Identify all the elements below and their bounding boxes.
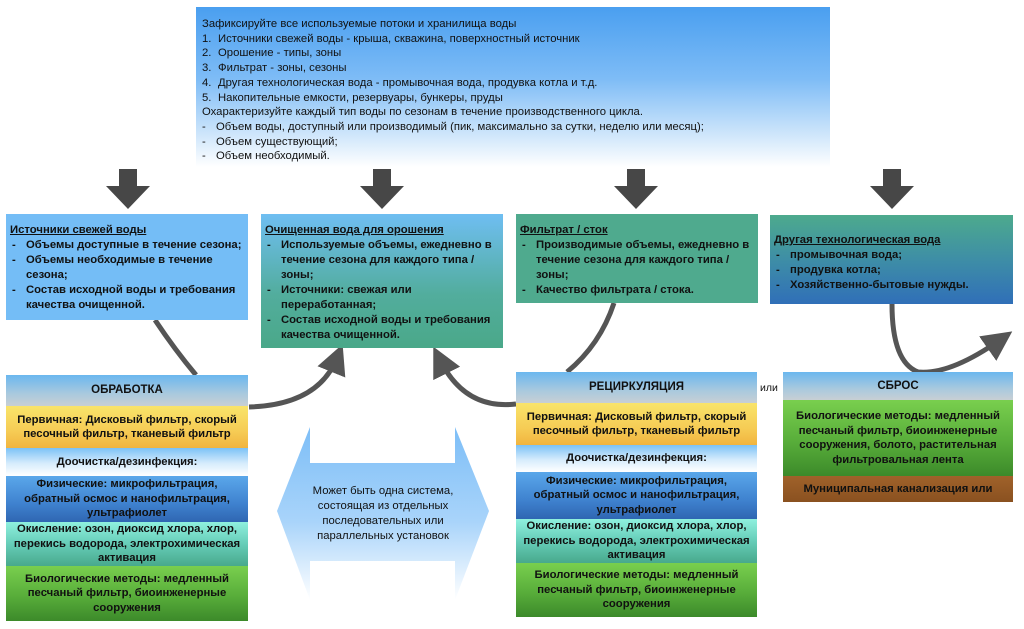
irrigation-water-box: Очищенная вода для орошения Используемые… (261, 214, 503, 348)
stack-biological: Биологические методы: медленный песчаный… (516, 563, 757, 617)
connector-treatment-to-irrigation (248, 344, 346, 410)
stack-polishing: Доочистка/дезинфекция: (516, 445, 757, 472)
box-title: Источники свежей воды (10, 224, 147, 236)
stack-polishing: Доочистка/дезинфекция: (6, 448, 248, 476)
box-item: Качество фильтрата / стока. (520, 283, 754, 298)
other-process-water-box: Другая технологическая вода промывочная … (770, 215, 1013, 304)
stack-header: РЕЦИРКУЛЯЦИЯ (516, 372, 757, 403)
fresh-water-box: Источники свежей воды Объемы доступные в… (6, 214, 248, 320)
stack-header: СБРОС (783, 372, 1013, 400)
instructions-heading: Зафиксируйте все используемые потоки и х… (202, 18, 517, 30)
connector-filtrate-to-recirculation (565, 302, 617, 374)
connector-fresh-to-treatment (152, 318, 198, 377)
instructions-bullet: -Объем воды, доступный или производимый … (202, 120, 704, 133)
double-arrow-note: Может быть одна система, состоящая из от… (312, 485, 454, 542)
box-item: Используемые объемы, ежедневно в течение… (265, 238, 499, 283)
stack-biological: Биологические методы: медленный песчаный… (6, 566, 248, 621)
treatment-stack: ОБРАБОТКА Первичная: Дисковый фильтр, ск… (6, 375, 248, 621)
down-arrow-icon (106, 169, 150, 209)
box-title: Другая технологическая вода (774, 234, 941, 246)
connector-recirculation-to-irrigation (433, 346, 517, 408)
box-item: промывочная вода; (774, 248, 1009, 263)
instructions-item: 3.Фильтрат - зоны, сезоны (202, 62, 347, 75)
box-item: Производимые объемы, ежедневно в течение… (520, 238, 754, 283)
box-item: Состав исходной воды и требования качест… (10, 283, 244, 313)
box-item: Состав исходной воды и требования качест… (265, 313, 499, 343)
stack-primary: Первичная: Дисковый фильтр, скорый песоч… (6, 406, 248, 448)
stack-physical: Физические: микрофильтрация, обратный ос… (516, 472, 757, 519)
stack-municipal: Муниципальная канализация или (783, 476, 1013, 502)
instructions-item: 4.Другая технологическая вода - промывоч… (202, 76, 598, 89)
instructions-item: 2.Орошение - типы, зоны (202, 47, 342, 60)
down-arrow-icon (870, 169, 914, 209)
discharge-stack: СБРОС Биологические методы: медленный пе… (783, 372, 1013, 502)
instructions-bullet: -Объем существующий; (202, 135, 338, 148)
instructions-item: 1.Источники свежей воды - крыша, скважин… (202, 32, 580, 45)
stack-physical: Физические: микрофильтрация, обратный ос… (6, 476, 248, 522)
down-arrow-icon (614, 169, 658, 209)
box-item: Источники: свежая или переработанная; (265, 283, 499, 313)
stack-primary: Первичная: Дисковый фильтр, скорый песоч… (516, 403, 757, 445)
box-title: Очищенная вода для орошения (265, 224, 444, 236)
connector-other-to-discharge (889, 303, 1013, 375)
stack-oxidation: Окисление: озон, диоксид хлора, хлор, пе… (6, 522, 248, 566)
box-item: Объемы доступные в течение сезона; (10, 238, 244, 253)
stack-biological: Биологические методы: медленный песчаный… (783, 400, 1013, 476)
stack-header: ОБРАБОТКА (6, 375, 248, 406)
instructions-box: Зафиксируйте все используемые потоки и х… (196, 7, 830, 167)
or-label: или (760, 382, 778, 394)
stack-oxidation: Окисление: озон, диоксид хлора, хлор, пе… (516, 519, 757, 563)
instructions-subheading: Охарактеризуйте каждый тип воды по сезон… (202, 106, 643, 119)
box-item: продувка котла; (774, 263, 1009, 278)
box-item: Хозяйственно-бытовые нужды. (774, 278, 1009, 293)
instructions-bullet: -Объем необходимый. (202, 150, 330, 163)
filtrate-box: Фильтрат / сток Производимые объемы, еже… (516, 214, 758, 303)
box-title: Фильтрат / сток (520, 224, 608, 236)
down-arrow-icon (360, 169, 404, 209)
recirculation-stack: РЕЦИРКУЛЯЦИЯ Первичная: Дисковый фильтр,… (516, 372, 757, 617)
box-item: Объемы необходимые в течение сезона; (10, 253, 244, 283)
instructions-item: 5.Накопительные емкости, резервуары, бун… (202, 91, 503, 104)
